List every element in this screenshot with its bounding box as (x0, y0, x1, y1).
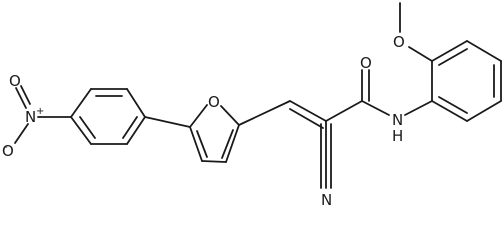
bond-n-ar (404, 100, 433, 116)
bond-ar-6 (431, 100, 468, 122)
charge-nitro-n: + (36, 106, 44, 117)
bond-ph-6 (70, 116, 92, 145)
bond-ar-3 (466, 40, 502, 62)
bond-furan-ch (238, 100, 291, 126)
bond-fu-inner-a (196, 130, 208, 158)
bond-ar-ome (408, 46, 433, 62)
molecule-diagram: N + O O - O N O N H O (2, 2, 502, 209)
charge-nitro-o: - (4, 142, 8, 153)
bond-nitro-o-top-2 (20, 85, 31, 105)
bond-fu-4 (201, 160, 227, 163)
bond-fu-inner-b (221, 129, 234, 159)
atom-carbonyl-o: O (360, 54, 372, 72)
bond-ar-5 (466, 100, 502, 122)
structure-canvas: N + O O - O N O N H O (2, 2, 502, 209)
atom-nitrile-n: N (321, 191, 332, 209)
bond-ph-furan (144, 116, 191, 128)
bond-ph-3 (126, 88, 146, 118)
bond-c-co (325, 100, 363, 122)
bond-ph-4 (126, 116, 146, 145)
bond-co-n (361, 100, 390, 116)
atom-methoxy-o: O (393, 33, 405, 51)
bond-fu-1 (189, 104, 208, 128)
bond-ar-inner-a (438, 48, 468, 66)
bond-fu-2 (220, 105, 240, 126)
bond-ch-c (289, 100, 327, 122)
atom-amide-n: N (392, 111, 403, 129)
bond-ph-inner-b (122, 116, 138, 139)
bond-nitro-o-top (15, 87, 27, 109)
atom-nitro-o-minus: O (2, 142, 14, 160)
bond-fu-5 (189, 126, 203, 162)
bond-ar-2 (431, 40, 468, 62)
bond-ph-inner-c (79, 116, 96, 139)
atom-nitro-o-top: O (9, 72, 21, 90)
bond-fu-3 (225, 124, 240, 163)
atom-nitro-n: N (25, 108, 36, 126)
bond-nitro-o-minus (14, 123, 29, 144)
atom-amide-h: H (392, 127, 403, 145)
atom-furan-o: O (208, 93, 220, 111)
bond-ch-c-2 (289, 108, 324, 129)
bond-ar-inner-c (438, 96, 468, 114)
bond-ph-1 (70, 88, 92, 118)
